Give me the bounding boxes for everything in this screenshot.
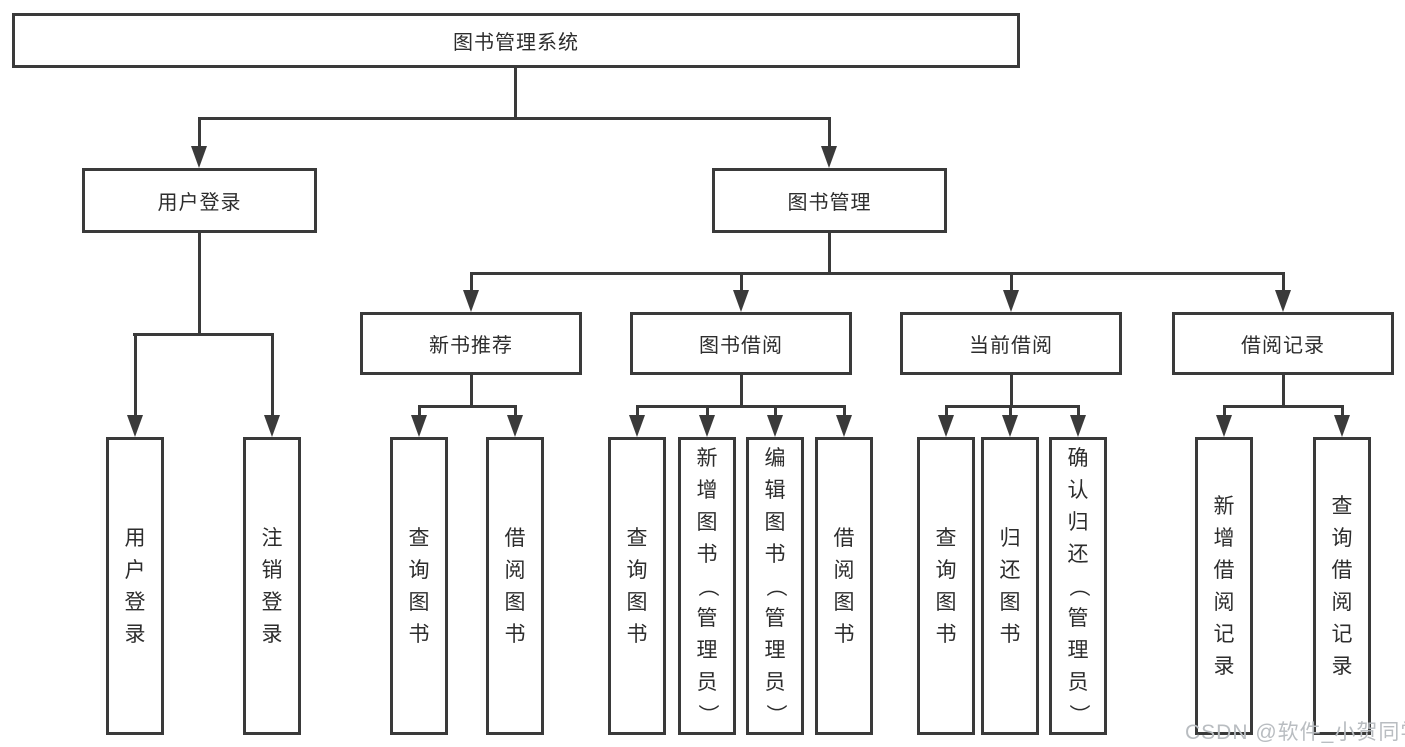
node-root-label: 图书管理系统: [453, 32, 579, 54]
node-query-borrow-record: 查询借阅记录: [1313, 437, 1371, 735]
connector-book-borrow-leg-2: [706, 406, 709, 418]
connector-new-book-leg-1: [418, 406, 421, 418]
connector-current-borrow-leg-1: [945, 406, 948, 418]
node-logout-leaf-label: 注销登录: [261, 526, 283, 646]
node-new-book-recommend: 新书推荐: [360, 312, 582, 375]
node-book-borrow-label: 图书借阅: [699, 335, 783, 357]
node-book-borrow: 图书借阅: [630, 312, 852, 375]
node-confirm-return-admin-label: 确认归还（管理员）: [1066, 446, 1090, 725]
arrow-down-icon: [733, 290, 749, 312]
connector-user-login-drop: [198, 233, 201, 334]
node-query-books-1: 查询图书: [390, 437, 448, 735]
node-query-books-3: 查询图书: [917, 437, 975, 735]
connector-l2-rail: [198, 117, 831, 120]
node-book-management: 图书管理: [712, 168, 947, 233]
connector-current-borrow-leg-3: [1077, 406, 1080, 418]
node-borrow-books-1-label: 借阅图书: [504, 526, 526, 646]
node-edit-book-admin: 编辑图书（管理员）: [746, 437, 804, 735]
arrow-down-icon: [264, 415, 280, 437]
node-current-borrow-label: 当前借阅: [969, 335, 1053, 357]
node-borrow-books-1: 借阅图书: [486, 437, 544, 735]
node-query-books-3-label: 查询图书: [935, 526, 957, 646]
arrow-down-icon: [629, 415, 645, 437]
connector-l3-leg-4: [1282, 273, 1285, 293]
node-borrow-books-2: 借阅图书: [815, 437, 873, 735]
node-user-login: 用户登录: [82, 168, 317, 233]
node-user-login-label: 用户登录: [157, 192, 242, 214]
node-user-login-leaf-label: 用户登录: [124, 526, 146, 646]
arrow-down-icon: [1002, 415, 1018, 437]
node-borrow-records: 借阅记录: [1172, 312, 1394, 375]
connector-user-login-leg-1: [134, 334, 137, 419]
arrow-down-icon: [836, 415, 852, 437]
arrow-down-icon: [1275, 290, 1291, 312]
connector-book-borrow-leg-4: [843, 406, 846, 418]
node-query-books-1-label: 查询图书: [408, 526, 430, 646]
node-edit-book-admin-label: 编辑图书（管理员）: [763, 446, 787, 725]
connector-l2-leg-right: [828, 118, 831, 150]
node-confirm-return-admin: 确认归还（管理员）: [1049, 437, 1107, 735]
connector-borrow-records-leg-2: [1341, 406, 1344, 418]
node-return-book: 归还图书: [981, 437, 1039, 735]
arrow-down-icon: [938, 415, 954, 437]
watermark: CSDN @软件_小贺同学: [1185, 721, 1405, 744]
arrow-down-icon: [1003, 290, 1019, 312]
connector-new-book-rail: [418, 405, 517, 408]
node-add-borrow-record-label: 新增借阅记录: [1213, 494, 1235, 678]
node-query-books-2: 查询图书: [608, 437, 666, 735]
connector-borrow-records-leg-1: [1223, 406, 1226, 418]
arrow-down-icon: [699, 415, 715, 437]
node-new-book-recommend-label: 新书推荐: [429, 335, 513, 357]
connector-new-book-drop: [470, 375, 473, 406]
connector-l3-rail: [470, 272, 1285, 275]
arrow-down-icon: [507, 415, 523, 437]
arrow-down-icon: [127, 415, 143, 437]
node-add-book-admin-label: 新增图书（管理员）: [695, 446, 719, 725]
connector-book-borrow-rail: [636, 405, 846, 408]
connector-current-borrow-drop: [1010, 375, 1013, 406]
arrow-down-icon: [767, 415, 783, 437]
arrow-down-icon: [1216, 415, 1232, 437]
connector-user-login-rail: [133, 333, 274, 336]
node-user-login-leaf: 用户登录: [106, 437, 164, 735]
connector-book-management-drop: [828, 233, 831, 273]
node-borrow-records-label: 借阅记录: [1241, 335, 1325, 357]
connector-borrow-records-rail: [1223, 405, 1344, 408]
connector-root-drop: [514, 68, 517, 118]
connector-current-borrow-rail: [945, 405, 1080, 408]
arrow-down-icon: [411, 415, 427, 437]
connector-l3-leg-1: [470, 273, 473, 293]
node-borrow-books-2-label: 借阅图书: [833, 526, 855, 646]
node-add-book-admin: 新增图书（管理员）: [678, 437, 736, 735]
connector-current-borrow-leg-2: [1009, 406, 1012, 418]
node-current-borrow: 当前借阅: [900, 312, 1122, 375]
node-root: 图书管理系统: [12, 13, 1020, 68]
arrow-down-icon: [191, 146, 207, 168]
arrow-down-icon: [821, 146, 837, 168]
connector-user-login-leg-2: [271, 334, 274, 419]
connector-book-borrow-leg-3: [774, 406, 777, 418]
node-return-book-label: 归还图书: [999, 526, 1021, 646]
connector-borrow-records-drop: [1282, 375, 1285, 406]
arrow-down-icon: [1334, 415, 1350, 437]
connector-l3-leg-2: [740, 273, 743, 293]
connector-l3-leg-3: [1010, 273, 1013, 293]
arrow-down-icon: [463, 290, 479, 312]
node-logout-leaf: 注销登录: [243, 437, 301, 735]
node-query-borrow-record-label: 查询借阅记录: [1331, 494, 1353, 678]
connector-new-book-leg-2: [514, 406, 517, 418]
arrow-down-icon: [1070, 415, 1086, 437]
connector-book-borrow-drop: [740, 375, 743, 406]
node-book-management-label: 图书管理: [787, 192, 872, 214]
node-query-books-2-label: 查询图书: [626, 526, 648, 646]
connector-book-borrow-leg-1: [636, 406, 639, 418]
node-add-borrow-record: 新增借阅记录: [1195, 437, 1253, 735]
connector-l2-leg-left: [198, 118, 201, 150]
